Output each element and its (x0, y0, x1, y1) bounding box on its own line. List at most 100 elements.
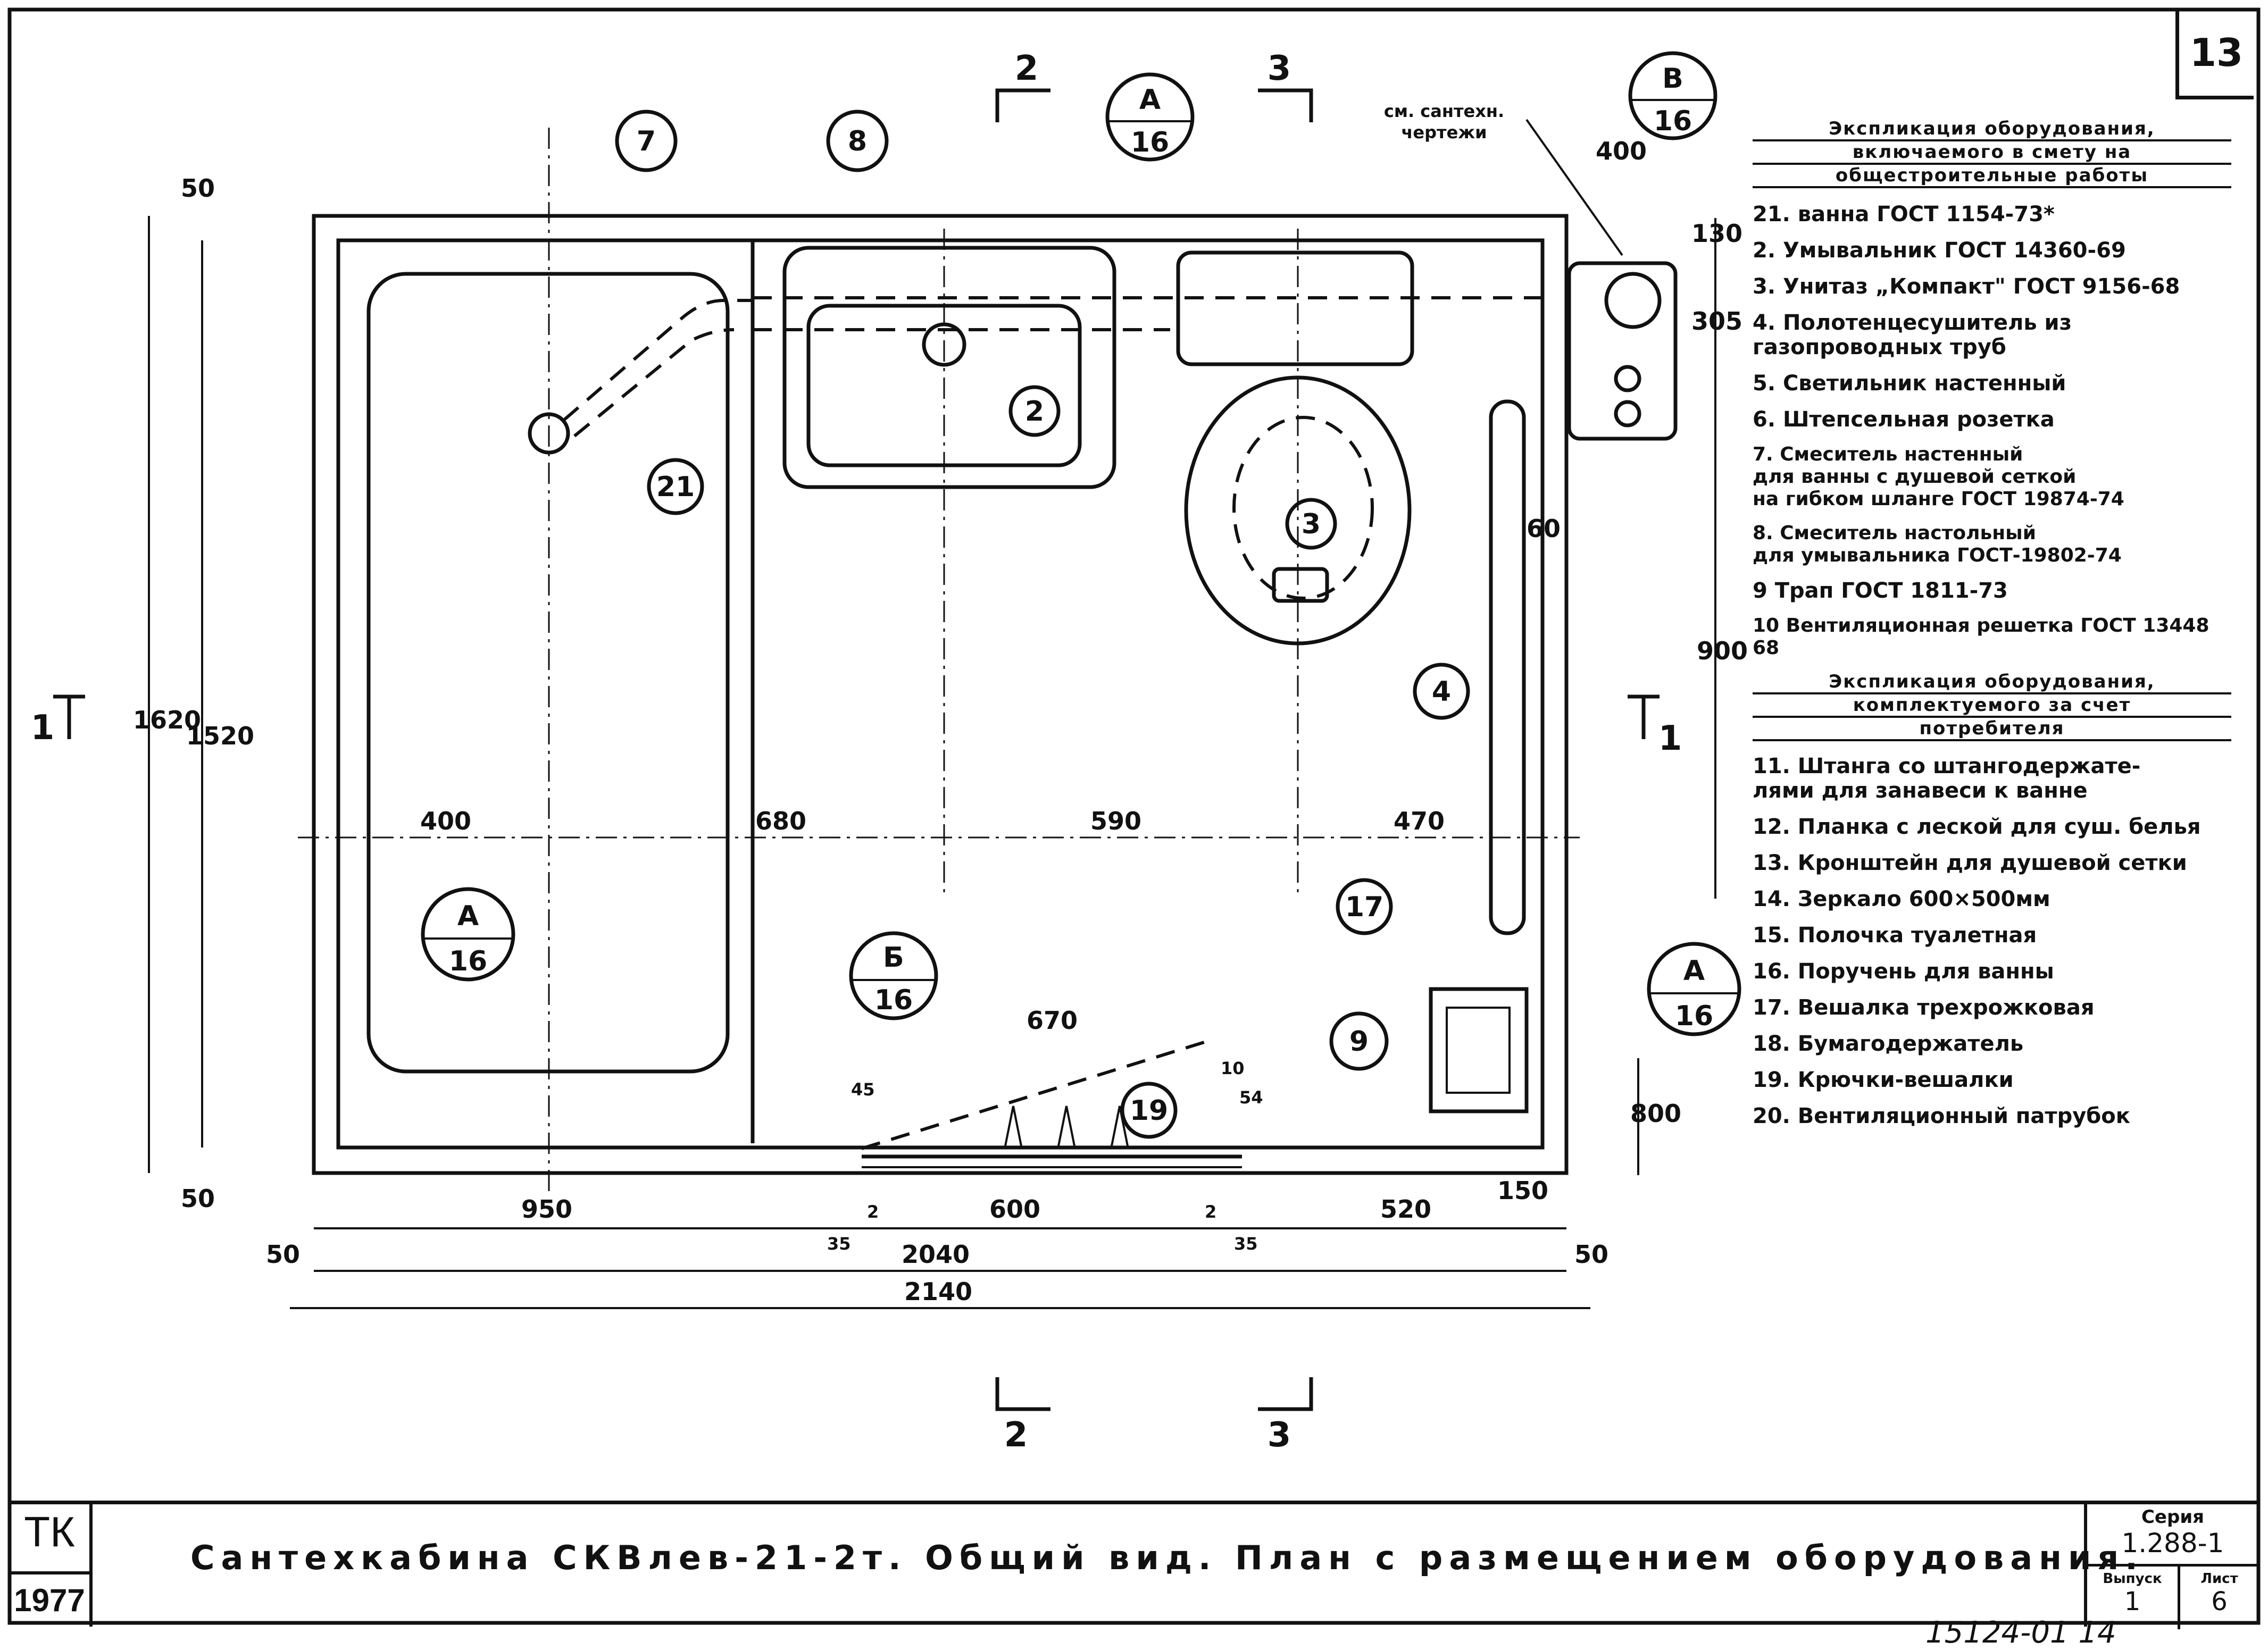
dim-50-bottom: 50 (181, 1184, 215, 1213)
legend-header-1: Экспликация оборудования, включаемого в … (1753, 118, 2231, 188)
legend-item-8: 8. Смеситель настольный для умывальника … (1753, 522, 2122, 566)
sheet-value: 6 (2211, 1587, 2228, 1617)
legend-item-3: 3. Унитаз „Компакт" ГОСТ 9156-68 (1753, 274, 2180, 299)
dim-470: 470 (1394, 807, 1445, 835)
svg-text:А: А (1139, 84, 1161, 116)
svg-text:чертежи: чертежи (1401, 122, 1487, 143)
toilet-tank (1176, 250, 1414, 366)
svg-text:Б: Б (883, 942, 904, 974)
svg-text:1: 1 (1658, 719, 1682, 758)
dim-590: 590 (1090, 807, 1141, 835)
dim-150: 150 (1497, 1176, 1548, 1205)
svg-text:3: 3 (1268, 49, 1291, 88)
svg-text:3: 3 (1268, 1416, 1291, 1455)
archive-number: 15124-01 14 (1925, 1615, 2116, 1650)
svg-text:16: 16 (1131, 127, 1169, 158)
dim-45: 45 (851, 1079, 875, 1100)
dim-35-b: 35 (1234, 1234, 1258, 1254)
legend-item-16: 16. Поручень для ванны (1753, 959, 2054, 984)
sheet-cell: Лист 6 (2180, 1567, 2258, 1629)
legend-item-12: 12. Планка с леской для суш. белья (1753, 815, 2201, 839)
series-stamp: Серия 1.288-1 Выпуск 1 Лист 6 (2084, 1504, 2258, 1629)
bath-pipe-dashed (563, 299, 753, 422)
sheet-label: Лист (2200, 1571, 2238, 1587)
legend-item-6: 6. Штепсельная розетка (1753, 407, 2055, 432)
dim-520: 520 (1380, 1195, 1431, 1224)
section-ref-a-left: А 16 (421, 887, 515, 982)
svg-text:9: 9 (1349, 1026, 1369, 1058)
svg-text:А: А (457, 900, 479, 932)
svg-text:17: 17 (1345, 891, 1383, 923)
door-swing (861, 1038, 1213, 1150)
svg-text:16: 16 (874, 984, 913, 1016)
bath-drain (528, 412, 570, 455)
svg-text:В: В (1662, 63, 1683, 95)
legend-item-5: 5. Светильник настенный (1753, 371, 2066, 396)
legend-item-10: 10 Вентиляционная решетка ГОСТ 13448 68 (1753, 615, 2209, 659)
dim-600: 600 (989, 1195, 1040, 1224)
legend-item-17: 17. Вешалка трехрожковая (1753, 995, 2095, 1020)
equipment-legend: Экспликация оборудования, включаемого в … (1753, 118, 2231, 1140)
legend-item-2: 2. Умывальник ГОСТ 14360-69 (1753, 238, 2126, 263)
legend-header-2: Экспликация оборудования, комплектуемого… (1753, 671, 2231, 741)
cut-1-left: 1 (31, 694, 85, 748)
svg-text:8: 8 (848, 125, 867, 157)
legend-item-13: 13. Кронштейн для душевой сетки (1753, 851, 2187, 875)
legend-item-18: 18. Бумагодержатель (1753, 1032, 2024, 1056)
section-ref-a-right: А 16 (1647, 942, 1741, 1036)
dim-2040: 2040 (902, 1240, 970, 1269)
svg-text:7: 7 (637, 125, 656, 157)
dim-900: 900 (1697, 636, 1748, 665)
tk-year: 1977 (10, 1571, 89, 1627)
svg-text:2: 2 (1004, 1416, 1028, 1455)
cut-3-top: 3 (1258, 49, 1313, 122)
dim-50-right: 50 (1574, 1240, 1608, 1269)
dim-54: 54 (1239, 1087, 1263, 1108)
legend-item-4: 4. Полотенцесушитель из газопроводных тр… (1753, 311, 2072, 359)
svg-text:2: 2 (1015, 49, 1039, 88)
dim-1520: 1520 (186, 722, 254, 750)
svg-text:21: 21 (656, 471, 695, 503)
cut-3-bottom: 3 (1258, 1377, 1313, 1455)
section-ref-b: Б 16 (849, 931, 938, 1020)
svg-text:3: 3 (1302, 508, 1321, 540)
floor-drain (1429, 987, 1529, 1113)
dim-800: 800 (1630, 1099, 1681, 1128)
item-marker-21: 21 (647, 458, 704, 515)
drawing-title: Сантехкабина СКВлев-21-2т. Общий вид. Пл… (190, 1538, 2144, 1577)
legend-item-7: 7. Смеситель настенный для ванны с душев… (1753, 443, 2124, 510)
dim-400: 400 (420, 807, 471, 835)
dim-305: 305 (1691, 307, 1742, 336)
svg-text:2: 2 (1025, 396, 1044, 428)
series-value: 1.288-1 (2121, 1528, 2224, 1559)
svg-text:1: 1 (31, 708, 55, 748)
dim-400-top: 400 (1596, 137, 1647, 165)
cut-2-bottom: 2 (995, 1377, 1050, 1455)
svg-text:А: А (1683, 955, 1705, 987)
item-marker-2: 2 (1008, 385, 1061, 437)
svg-text:4: 4 (1432, 676, 1451, 708)
tk-code: ТК (24, 1508, 75, 1555)
tk-box: ТК 1977 (10, 1504, 93, 1627)
see-plumbing-note: см. сантехн. чертежи (1384, 101, 1623, 256)
item-marker-9: 9 (1329, 1011, 1389, 1071)
dim-1620: 1620 (133, 706, 201, 734)
section-ref-v: В 16 (1628, 51, 1717, 140)
svg-text:см. сантехн.: см. сантехн. (1384, 101, 1504, 121)
dim-35-a: 35 (827, 1234, 851, 1254)
dim-680: 680 (755, 807, 806, 835)
issue-label: Выпуск (2103, 1571, 2162, 1587)
item-marker-19: 19 (1120, 1082, 1178, 1139)
item-marker-17: 17 (1336, 878, 1393, 935)
cabin-inner-wall (336, 238, 1545, 1150)
item-marker-4: 4 (1413, 663, 1470, 720)
washbasin-outer (782, 246, 1116, 489)
sheet-number: 13 (2175, 10, 2254, 99)
dim-2140: 2140 (904, 1277, 972, 1306)
cabin-outer-wall (312, 214, 1569, 1175)
item-marker-8: 8 (826, 110, 889, 172)
dim-10: 10 (1221, 1058, 1245, 1078)
dim-2-a: 2 (867, 1202, 879, 1222)
series-label: Серия (2141, 1506, 2204, 1528)
